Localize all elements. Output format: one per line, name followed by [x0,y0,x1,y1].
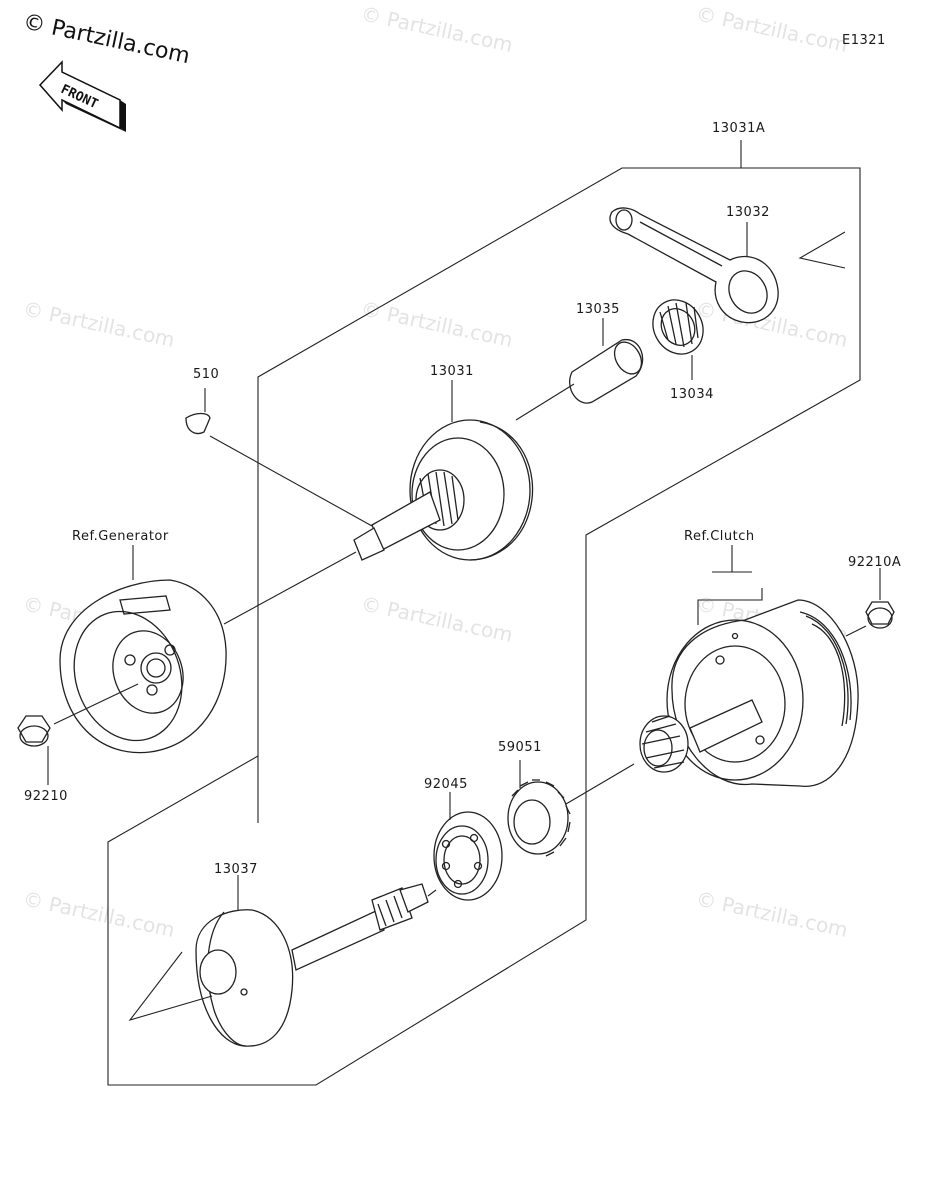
label-92045: 92045 [424,777,468,792]
label-92210: 92210 [24,789,68,804]
watermark-text: © Partzilla.com [21,296,177,352]
leader-generator-axis [223,551,357,625]
watermark-text: © Partzilla.com [21,886,177,942]
woodruff-key [185,412,211,435]
needle-bearing [652,299,704,355]
watermark-text: © Partzilla.com [359,1,515,57]
watermark-text: © Partzilla.com [694,886,850,942]
leader-gear-axis [565,763,635,805]
label-13035: 13035 [576,302,620,317]
watermark-text: © Partzilla.com [359,591,515,647]
watermark-text: © Partzilla.com [694,1,850,57]
leader-13032-arrow [798,231,846,269]
front-arrow-icon: FRONT [38,60,126,132]
diagram-code: E1321 [842,33,886,48]
clutch-assembly [639,599,859,787]
label-ref-clutch: Ref.Clutch [684,529,755,544]
watermark-text: © Partzilla.com [359,296,515,352]
crankshaft-left [353,419,534,561]
leader-shaft-axis [427,889,437,897]
leader-key-axis [209,435,373,527]
generator-rotor [59,579,227,754]
label-13031A: 13031A [712,121,765,136]
flange-nut-92210A [865,601,895,629]
leader-13037-arrow [128,951,213,1021]
label-13032: 13032 [726,205,770,220]
crank-pin [569,339,644,404]
label-510: 510 [193,367,219,382]
leader-pin-axis [515,383,575,421]
flange-nut-92210 [17,715,51,747]
label-59051: 59051 [498,740,542,755]
label-92210A: 92210A [848,555,901,570]
label-13031: 13031 [430,364,474,379]
leader-clutch-nut-axis [845,625,867,637]
label-13037: 13037 [214,862,258,877]
leader-nut-axis [53,683,139,725]
assembly-outline [107,167,861,1086]
connecting-rod [609,207,779,324]
label-13034: 13034 [670,387,714,402]
leader-ref-clutch-bracket [697,588,763,625]
brand-logo: © Partzilla.com [21,9,192,69]
crankshaft-right [195,883,429,1047]
label-ref-generator: Ref.Generator [72,529,169,544]
ball-bearing [433,811,503,901]
drive-gear [507,779,571,857]
